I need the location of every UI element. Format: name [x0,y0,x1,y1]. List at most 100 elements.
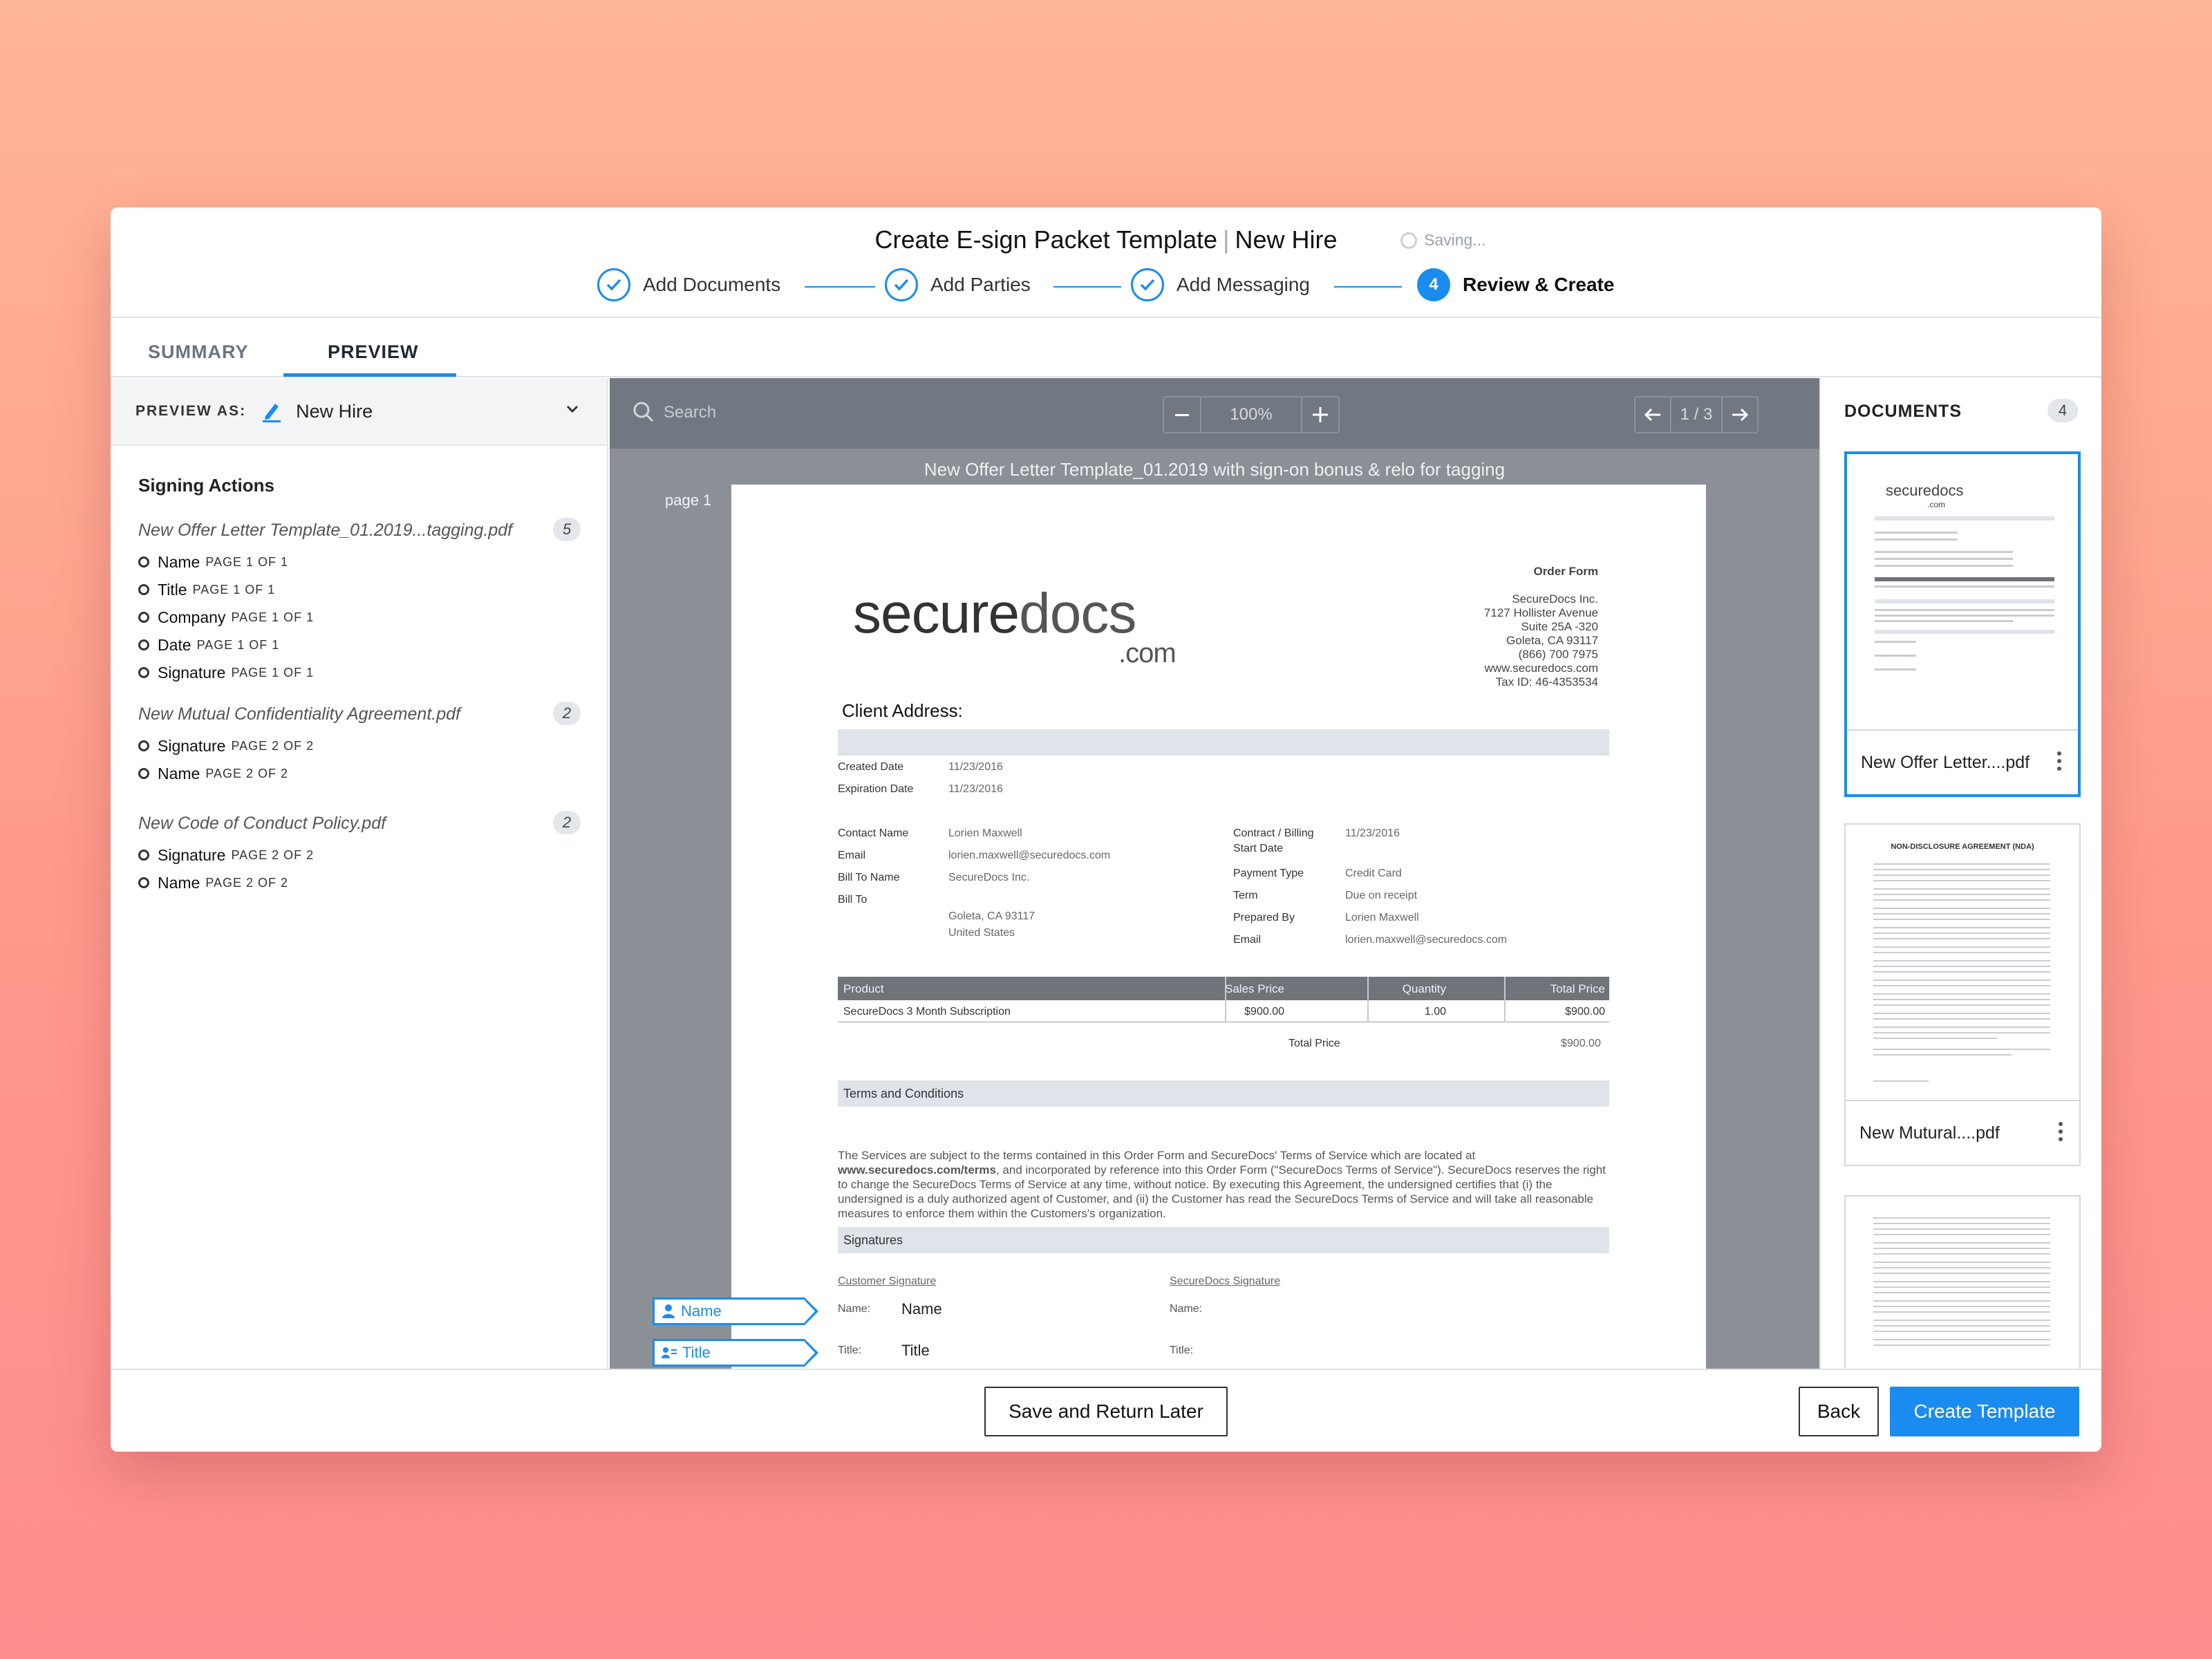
name-field[interactable]: Name [901,1300,942,1318]
order-table: Product Sales Price Quantity Total Price… [838,977,1609,1022]
save-and-return-later-button[interactable]: Save and Return Later [984,1387,1228,1436]
person-icon [662,1304,675,1318]
order-form-title: Order Form [1533,565,1598,578]
search-input[interactable]: Search [664,403,717,422]
search-icon[interactable] [632,400,655,427]
circle-icon [138,612,149,623]
field-label: Prepared By [1233,912,1295,924]
tab-preview[interactable]: PREVIEW [328,341,419,362]
signing-action-item[interactable]: Signature PAGE 1 OF 1 [138,659,581,686]
column-header: Total Price [1550,982,1605,995]
tab-summary[interactable]: SUMMARY [148,341,249,362]
action-page: PAGE 1 OF 1 [231,665,315,679]
table-header: Product Sales Price Quantity Total Price [838,977,1609,1000]
title-field[interactable]: Title [901,1342,930,1359]
action-name: Signature [158,663,226,682]
terms-text: , and incorporated by reference into thi… [838,1163,1606,1220]
check-icon [885,268,918,301]
create-template-button[interactable]: Create Template [1890,1387,2079,1436]
terms-text: The Services are subject to the terms co… [838,1149,1476,1162]
field-label: Email [838,850,866,861]
back-button[interactable]: Back [1799,1387,1879,1436]
terms-link: www.securedocs.com/terms [838,1163,996,1177]
company-line: Tax ID: 46-4353534 [1495,675,1598,688]
saving-status: Saving... [1400,231,1486,250]
action-page: PAGE 1 OF 1 [196,637,280,652]
field-label: Name: [1170,1303,1203,1315]
thumbnail-logo: securedocs.com [1886,482,1964,509]
next-page-button[interactable] [1723,397,1757,432]
field-value: lorien.maxwell@securedocs.com [1345,934,1508,946]
table-cell: SecureDocs 3 Month Subscription [843,1006,1011,1018]
page-title: Create E-sign Packet Template|New Hire [111,225,2101,254]
step-label: Add Parties [930,274,1031,295]
action-page: PAGE 2 OF 2 [205,766,289,780]
zoom-in-button[interactable] [1302,397,1338,432]
circle-icon [138,584,149,595]
field-label: Title: [838,1344,862,1356]
company-address-block: Order Form SecureDocs Inc. 7127 Holliste… [1484,565,1598,689]
page-navigator: 1 / 3 [1634,396,1759,433]
step-number: 4 [1417,268,1450,301]
signing-doc-name: New Mutual Confidentiality Agreement.pdf… [138,702,581,732]
more-options-icon[interactable] [2059,1122,2063,1145]
preview-as-selector[interactable]: PREVIEW AS: New Hire [111,378,607,446]
document-viewer: Search 100% 1 / 3 New Offer Letter Templ… [610,378,1819,1369]
total-label: Total Price [1288,1038,1340,1049]
footer-bar: Save and Return Later Back Create Templa… [111,1369,2101,1452]
saving-text: Saving... [1424,231,1486,249]
count-badge: 2 [553,702,581,725]
zoom-out-button[interactable] [1164,397,1200,432]
step-review-create[interactable]: 4 Review & Create [1417,268,1614,301]
circle-icon [138,556,149,568]
signing-action-item[interactable]: Name PAGE 2 OF 2 [138,869,581,897]
signing-actions-panel: PREVIEW AS: New Hire Signing Actions New… [111,378,608,1369]
title-field-tag[interactable]: Title [653,1339,818,1367]
action-name: Name [158,873,200,892]
table-cell: $900.00 [1244,1006,1284,1018]
more-options-icon[interactable] [2057,751,2061,774]
action-page: PAGE 2 OF 2 [231,847,315,862]
signing-group: New Code of Conduct Policy.pdf 2 Signatu… [138,811,581,897]
name-field-tag[interactable]: Name [653,1297,818,1325]
title-text: Create E-sign Packet Template [874,225,1218,254]
step-add-messaging[interactable]: Add Messaging [1131,268,1310,301]
thumbnail-name: New Offer Letter....pdf [1847,731,2078,794]
prev-page-button[interactable] [1635,397,1670,432]
signing-action-item[interactable]: Date PAGE 1 OF 1 [138,631,581,659]
circle-icon [138,740,149,751]
column-header: Sales Price [1225,982,1284,995]
document-name: New Offer Letter....pdf [1861,752,2030,772]
title-subtitle: New Hire [1235,225,1338,254]
step-add-documents[interactable]: Add Documents [597,268,780,301]
action-page: PAGE 2 OF 2 [205,875,289,890]
page-label: page 1 [665,491,712,509]
action-page: PAGE 1 OF 1 [205,554,289,569]
company-line: Goleta, CA 93117 [1506,634,1598,647]
pen-icon [260,400,283,423]
action-page: PAGE 1 OF 1 [192,582,276,597]
table-cell: $900.00 [1565,1006,1605,1018]
tab-bar: SUMMARY PREVIEW [111,319,2101,377]
signing-doc-name: New Offer Letter Template_01.2019...tagg… [138,518,581,548]
zoom-level: 100% [1200,397,1302,432]
document-thumbnail[interactable] [1844,1195,2081,1369]
action-page: PAGE 2 OF 2 [231,738,315,753]
column-divider [1225,977,1226,1022]
company-line: Suite 25A -320 [1521,620,1598,633]
step-label: Add Messaging [1177,274,1311,295]
action-name: Date [158,635,191,654]
step-add-parties[interactable]: Add Parties [885,268,1031,301]
terms-title: Terms and Conditions [843,1087,964,1100]
document-thumbnail[interactable]: securedocs.com New Offer Letter... [1844,451,2081,797]
signatures-section-bar: Signatures [838,1227,1609,1253]
document-thumbnail[interactable]: NON-DISCLOSURE AGREEMENT (NDA) [1844,823,2081,1166]
header: Create E-sign Packet Template|New Hire S… [111,207,2101,318]
documents-panel: DOCUMENTS 4 securedocs.com [1819,378,2101,1369]
